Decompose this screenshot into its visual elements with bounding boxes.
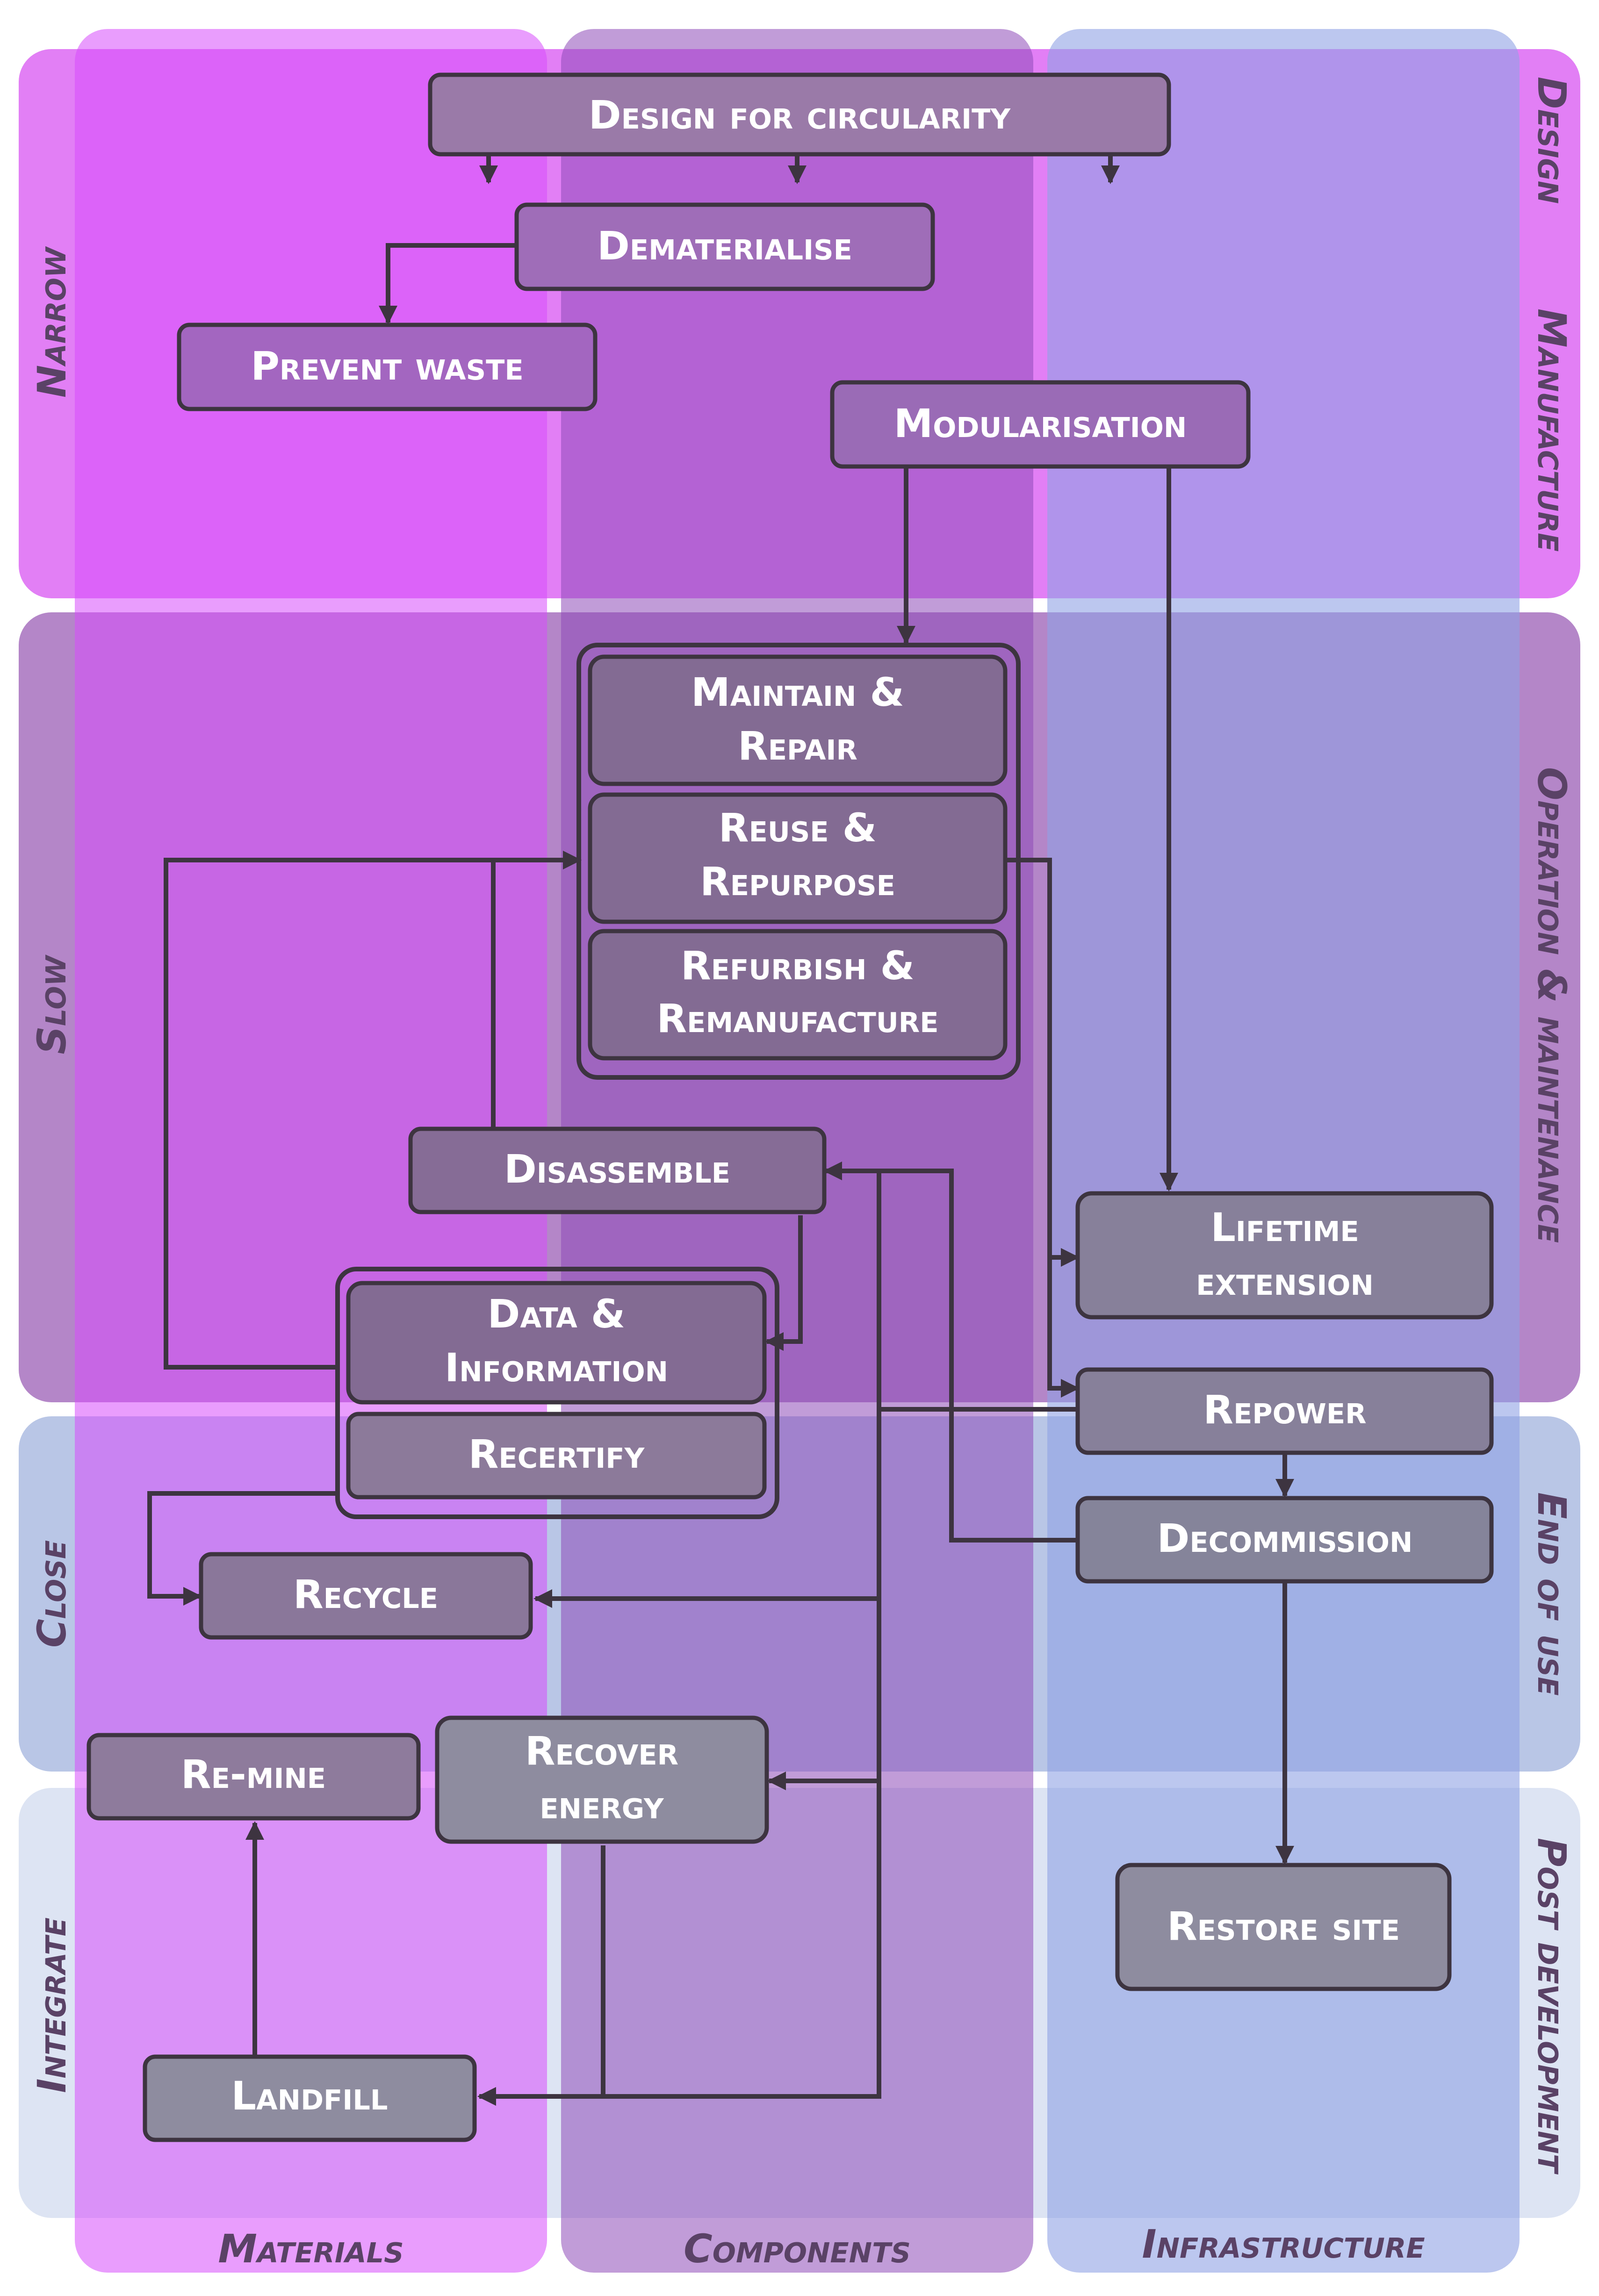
conn-disassemble-data xyxy=(765,1215,803,1351)
stage-manufacture-label: Manufacture xyxy=(1529,309,1575,552)
box-recertify: Recertify xyxy=(346,1412,767,1500)
box-dematerialise: Dematerialise xyxy=(514,202,935,291)
box-recover-energy: Recover energy xyxy=(435,1715,769,1844)
stage-labels: Design Manufacture Operation & maintenan… xyxy=(1529,77,1575,2175)
label-landfill: Landfill xyxy=(231,2073,388,2119)
label-disassemble: Disassemble xyxy=(504,1146,730,1192)
label-refurbish-remanufacture-line1: Refurbish & xyxy=(681,943,915,989)
label-recover-energy-line1: Recover xyxy=(525,1728,678,1774)
label-refurbish-remanufacture-line2: Remanufacture xyxy=(656,996,938,1041)
strategy-labels: Narrow Slow Close Integrate xyxy=(29,246,75,2093)
strategy-slow-label: Slow xyxy=(29,954,75,1054)
strategy-close-label: Close xyxy=(29,1540,75,1648)
conn-data-reuse xyxy=(164,851,582,1370)
box-design-for-circularity: Design for circularity xyxy=(428,72,1171,157)
box-re-mine: Re-mine xyxy=(86,1733,421,1821)
box-disassemble: Disassemble xyxy=(408,1126,827,1214)
strategy-integrate-label: Integrate xyxy=(29,1917,75,2093)
label-recycle: Recycle xyxy=(293,1571,438,1617)
label-maintain-repair-line2: Repair xyxy=(738,723,857,769)
column-materials xyxy=(75,29,547,2273)
conn-recover-landfill xyxy=(477,1845,605,2106)
conn-recertify-recycle xyxy=(147,1491,338,1606)
stage-operation-label: Operation & maintenance xyxy=(1529,767,1575,1243)
strategy-narrow-label: Narrow xyxy=(29,246,75,398)
label-design-for-circularity: Design for circularity xyxy=(589,92,1011,138)
label-reuse-repurpose-line2: Repurpose xyxy=(700,859,895,904)
column-infrastructure xyxy=(1047,29,1520,2273)
box-prevent-waste: Prevent waste xyxy=(177,323,598,411)
box-refurbish-remanufacture: Refurbish & Remanufacture xyxy=(588,929,1008,1061)
label-lifetime-extension-line2: extension xyxy=(1196,1258,1374,1304)
box-repower: Repower xyxy=(1075,1367,1494,1455)
box-landfill: Landfill xyxy=(143,2054,477,2142)
label-recertify: Recertify xyxy=(468,1431,645,1477)
label-recover-energy-line2: energy xyxy=(540,1782,664,1828)
box-modularisation: Modularisation xyxy=(830,380,1251,469)
box-reuse-repurpose: Reuse & Repurpose xyxy=(588,792,1008,924)
label-restore-site: Restore site xyxy=(1167,1903,1400,1949)
box-data-information: Data & Information xyxy=(346,1281,767,1405)
box-maintain-repair: Maintain & Repair xyxy=(588,654,1008,786)
label-decommission: Decommission xyxy=(1157,1515,1413,1561)
label-dematerialise: Dematerialise xyxy=(597,223,852,269)
connectors xyxy=(147,154,1294,2106)
label-re-mine: Re-mine xyxy=(181,1751,326,1797)
label-reuse-repurpose-line1: Reuse & xyxy=(719,805,877,851)
label-lifetime-extension-line1: Lifetime xyxy=(1210,1205,1359,1250)
conn-decommission-disassemble xyxy=(823,1162,1078,1543)
label-data-information-line2: Information xyxy=(445,1345,668,1391)
box-decommission: Decommission xyxy=(1075,1496,1494,1584)
box-lifetime-extension: Lifetime extension xyxy=(1075,1191,1494,1320)
box-recycle: Recycle xyxy=(199,1552,533,1640)
stage-end-of-use-label: End of use xyxy=(1529,1492,1575,1695)
stage-design-label: Design xyxy=(1529,77,1575,204)
label-maintain-repair-line1: Maintain & xyxy=(691,669,904,715)
label-repower: Repower xyxy=(1203,1387,1366,1433)
process-boxes: Design for circularity Dematerialise Pre… xyxy=(86,72,1494,2142)
conn-reuse-out xyxy=(1005,858,1080,1398)
level-components-label: Components xyxy=(684,2226,911,2272)
conn-to-landfill xyxy=(477,1781,881,2106)
conn-dematerialise-prevent xyxy=(379,243,517,324)
level-infrastructure-label: Infrastructure xyxy=(1142,2221,1425,2267)
level-labels: Materials Components Infrastructure xyxy=(218,2221,1425,2272)
box-restore-site: Restore site xyxy=(1115,1863,1452,1991)
frame-data-recertify xyxy=(335,1267,779,1519)
level-materials-label: Materials xyxy=(218,2226,403,2272)
label-prevent-waste: Prevent waste xyxy=(251,343,523,389)
stage-post-development-label: Post development xyxy=(1529,1838,1575,2175)
label-data-information-line1: Data & xyxy=(488,1291,626,1337)
label-modularisation: Modularisation xyxy=(894,401,1187,446)
